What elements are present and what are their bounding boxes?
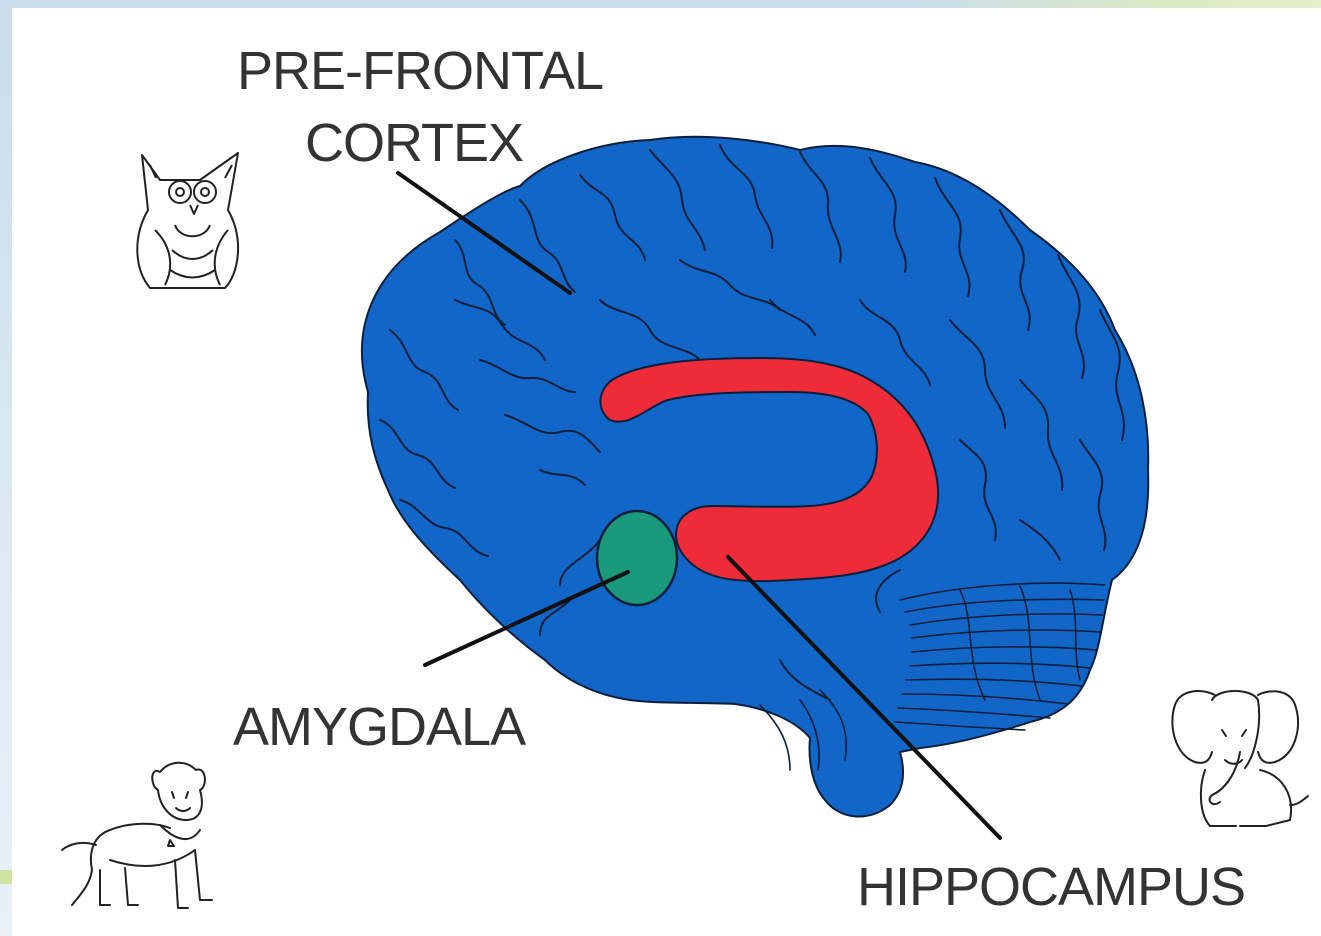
owl-icon xyxy=(137,153,238,288)
elephant-icon xyxy=(1172,691,1308,826)
hippocampus-label: HIPPOCAMPUS xyxy=(857,860,1245,914)
dog-icon xyxy=(62,763,212,908)
prefrontal-cortex-label-line2: CORTEX xyxy=(305,116,523,170)
amygdala-label: AMYGDALA xyxy=(233,700,525,754)
amygdala-shape xyxy=(597,511,677,605)
prefrontal-cortex-label-line1: PRE-FRONTAL xyxy=(237,44,603,98)
